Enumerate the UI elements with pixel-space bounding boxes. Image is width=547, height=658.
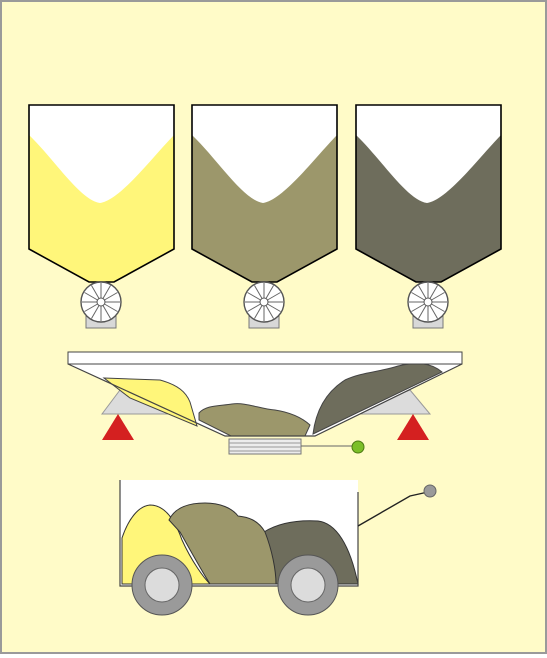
valve-spoke: [431, 292, 445, 301]
load-olive: [168, 502, 277, 585]
weighing-hopper: [67, 351, 463, 455]
material-olive: [198, 403, 311, 437]
hopper-outline: [191, 104, 338, 283]
valve-spoke: [418, 305, 427, 319]
hopper-outline: [355, 104, 502, 283]
valve-hub: [259, 297, 269, 307]
valve-spoke: [104, 292, 118, 301]
valve-spoke: [84, 303, 98, 312]
lever-arm: [357, 491, 429, 527]
valve-spoke: [102, 285, 111, 299]
rotary-valve-2[interactable]: [243, 281, 285, 329]
rotary-valve-3[interactable]: [407, 281, 449, 329]
valve-spoke: [429, 285, 438, 299]
valve-spoke: [418, 285, 427, 299]
valve-spoke: [265, 285, 274, 299]
valve-spoke: [429, 305, 438, 319]
wheel-front: [131, 554, 193, 616]
valve-spokes: [245, 283, 283, 321]
valve-spoke: [254, 285, 263, 299]
hopper-material: [192, 135, 337, 282]
truck-outline: [119, 480, 359, 587]
valve-spoke: [267, 292, 281, 301]
valve-spoke: [265, 305, 274, 319]
valve-hub: [96, 297, 106, 307]
discharge-gate[interactable]: [228, 438, 302, 455]
storage-hopper-olive: [191, 104, 338, 283]
hubcap: [144, 567, 180, 603]
valve-spoke: [84, 292, 98, 301]
truck: [119, 480, 437, 616]
weighing-hopper-outline: [67, 363, 463, 437]
status-indicator-light[interactable]: [351, 440, 365, 454]
storage-hopper-dark: [355, 104, 502, 283]
valve-spoke: [104, 303, 118, 312]
valve-spoke: [102, 305, 111, 319]
lever-knob: [423, 484, 437, 498]
rotary-valve-1[interactable]: [80, 281, 122, 329]
wheel-rear: [277, 554, 339, 616]
valve-spoke: [91, 305, 100, 319]
valve-spoke: [247, 303, 261, 312]
truck-lever[interactable]: [357, 484, 437, 527]
load-cell-left: [102, 414, 134, 440]
weighing-hopper-rim: [67, 351, 463, 365]
valve-spoke: [267, 303, 281, 312]
valve-spoke: [254, 305, 263, 319]
hopper-material: [356, 135, 501, 282]
valve-spoke: [247, 292, 261, 301]
valve-hub: [423, 297, 433, 307]
valve-spokes: [409, 283, 447, 321]
load-cell-right: [397, 414, 429, 440]
valve-spoke: [411, 303, 425, 312]
valve-spokes: [82, 283, 120, 321]
hopper-outline: [28, 104, 175, 283]
valve-spoke: [431, 303, 445, 312]
valve-spoke: [411, 292, 425, 301]
hubcap: [290, 567, 326, 603]
valve-spoke: [91, 285, 100, 299]
hopper-material: [29, 135, 174, 282]
storage-hopper-yellow: [28, 104, 175, 283]
